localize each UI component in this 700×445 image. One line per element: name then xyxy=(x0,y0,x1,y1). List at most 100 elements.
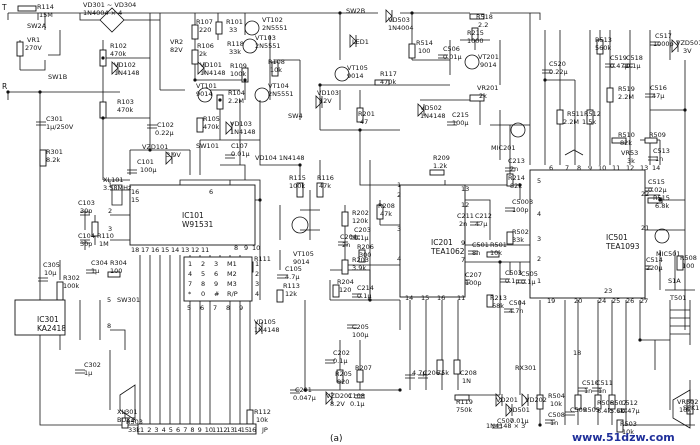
pin-number: 9 xyxy=(588,164,592,172)
component-label: VD104 1N4148 xyxy=(255,154,304,162)
pin-number: 2 xyxy=(108,207,112,215)
pin-number: 6 xyxy=(209,188,213,196)
jp-pin: 11 xyxy=(212,426,220,434)
component-label: 6.4k xyxy=(597,407,611,415)
component-label: 1n xyxy=(655,155,663,163)
component-label: C202 xyxy=(333,349,350,357)
component-label: 9014 xyxy=(480,61,497,69)
pin-number: 5 xyxy=(107,296,111,304)
jp-pin: 4 xyxy=(162,426,166,434)
pin-number: 18 xyxy=(573,349,581,357)
component-label: 0.22μ xyxy=(549,68,568,76)
component-label: 470k xyxy=(110,50,126,58)
ic-label: IC101 xyxy=(182,211,204,220)
component-label: C105 xyxy=(285,265,302,273)
component-label: 2n xyxy=(510,165,518,173)
component-label: R501 xyxy=(490,241,507,249)
keypad-key: 5 xyxy=(201,270,205,278)
component-label: 0.47μ xyxy=(621,407,640,415)
component-label: C5003 xyxy=(512,198,533,206)
component-label: R116 xyxy=(317,174,334,182)
pin-number: 15 xyxy=(161,246,169,254)
component-label: VT105 xyxy=(347,64,368,72)
component-label: 12V xyxy=(319,97,332,105)
component-label: 0.02μ xyxy=(648,186,667,194)
jp-pin: 10 xyxy=(205,426,213,434)
component-label: C101 xyxy=(137,158,154,166)
component-label: C520 xyxy=(549,60,566,68)
pin-number: 9 xyxy=(461,239,465,247)
keypad-key: 1 xyxy=(188,260,192,268)
component-label: R514 xyxy=(416,39,433,47)
ic101-body xyxy=(129,184,256,246)
pin-number: 9 xyxy=(244,244,248,252)
component-label: C212 xyxy=(475,212,492,220)
keypad-col-pin: 9 xyxy=(239,304,243,312)
keypad-key: 0 xyxy=(201,290,205,298)
pin-number: 16 xyxy=(131,188,139,196)
component-label: 0.1μ xyxy=(626,62,640,70)
figure-caption: (a) xyxy=(330,434,343,444)
component-label: C504 xyxy=(509,299,526,307)
component-label: 15M xyxy=(39,11,53,19)
component-label: C208 xyxy=(460,369,477,377)
component-label: 2k xyxy=(199,50,207,58)
pin-number: 8 xyxy=(234,244,238,252)
component-label: 33k xyxy=(512,236,524,244)
component-label: 100k xyxy=(63,282,79,290)
component-label: 100k xyxy=(230,70,246,78)
component-label: C104 xyxy=(78,232,95,240)
component-label: SW1B xyxy=(48,73,67,81)
pin-number: 27 xyxy=(640,297,648,305)
component-label: SPK1 xyxy=(683,404,699,412)
pin-number: 20 xyxy=(574,297,582,305)
component-label: R104 xyxy=(228,89,245,97)
component-label: R503 xyxy=(620,420,637,428)
pin-number: 14 xyxy=(652,164,660,172)
component-label: R112 xyxy=(254,408,271,416)
component-label: R206 xyxy=(357,243,374,251)
component-label: VT201 xyxy=(478,53,499,61)
component-label: VZD101 xyxy=(142,143,168,151)
jp-pin: 7 xyxy=(183,426,187,434)
keypad-row-pin: 3 xyxy=(255,280,259,288)
component-label: R205 xyxy=(335,370,352,378)
component-label: C501 xyxy=(472,241,489,249)
component-label: 100 xyxy=(682,262,694,270)
pin-number: 13 xyxy=(181,246,189,254)
component-label: R508 xyxy=(680,254,697,262)
ic-label: KA2418 xyxy=(37,324,66,333)
keypad-row-pin: 4 xyxy=(255,290,259,298)
component-label: VT103 xyxy=(255,34,276,42)
pin-number: 22 xyxy=(641,190,649,198)
jp-pin: 13 xyxy=(226,426,234,434)
component-label: C206 xyxy=(423,369,440,377)
component-label: 6.8k xyxy=(655,202,669,210)
component-label: 0.1μ xyxy=(357,292,371,300)
component-label: R213 xyxy=(490,294,507,302)
component-label: XL301 xyxy=(117,408,137,416)
component-label: 10k xyxy=(622,428,634,436)
pin-number: 17 xyxy=(141,246,149,254)
component-label: 1N4148 xyxy=(420,112,446,120)
pin-number: 23 xyxy=(604,287,612,295)
component-label: R107 xyxy=(196,18,213,26)
pin-number: 12 xyxy=(461,201,469,209)
pin-number: 7 xyxy=(565,164,569,172)
ic-label: TEA1093 xyxy=(605,242,640,251)
component-label: VD103 xyxy=(230,120,252,128)
jp-pin: 15 xyxy=(241,426,249,434)
component-label: C205 xyxy=(352,323,369,331)
component-label: 1N4004 xyxy=(388,24,414,32)
pin-number: 10 xyxy=(598,164,606,172)
component-label: 0.1μ xyxy=(354,234,368,242)
jp-pin: 5 xyxy=(169,426,173,434)
pin-number: 12 xyxy=(626,164,634,172)
pin-number: 18 xyxy=(131,246,139,254)
component-label: C203 xyxy=(354,226,371,234)
keypad-key: 6 xyxy=(214,270,218,278)
component-label: 100p xyxy=(512,206,529,214)
component-label: 1μ/250V xyxy=(46,123,74,131)
